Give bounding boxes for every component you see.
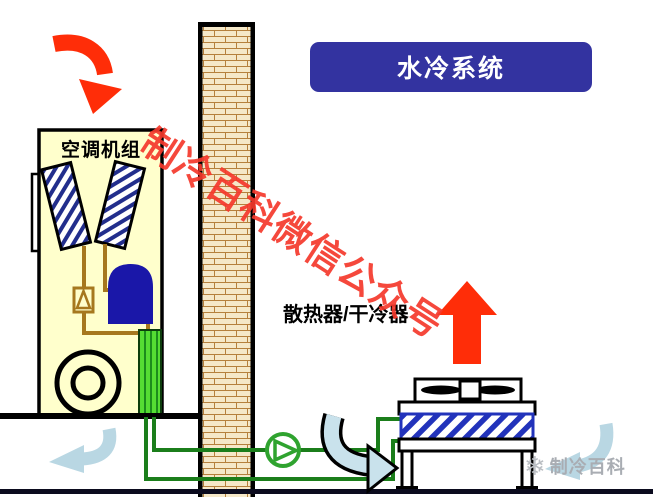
- evaporator-coil-left: [39, 160, 93, 252]
- blue-arrow-right-icon: [545, 422, 614, 480]
- airflow-swoosh-arrow-icon: [320, 412, 400, 495]
- brick-wall: [198, 22, 255, 497]
- fan-blade-left: [421, 385, 461, 395]
- blower-fan-icon: [54, 349, 122, 417]
- indoor-floor-line: [0, 413, 202, 419]
- dry-cooler-coil: [399, 412, 535, 441]
- red-curved-arrow-icon: [52, 34, 122, 114]
- plate-heat-exchanger: [138, 329, 162, 416]
- blue-arrow-left-icon: [49, 427, 117, 473]
- water-pump-icon: [265, 432, 301, 468]
- title-banner: 水冷系统: [310, 42, 592, 92]
- logo-watermark-text: 制冷百科: [549, 457, 626, 477]
- logo-watermark: ❄ 制冷百科: [524, 453, 626, 479]
- ground-line: [0, 489, 653, 494]
- snowflake-icon: ❄: [524, 451, 546, 481]
- side-bracket: [30, 172, 38, 253]
- air-conditioning-unit: [30, 128, 164, 418]
- water-pipes: [144, 417, 402, 481]
- leg-left: [400, 449, 414, 492]
- title-banner-label: 水冷系统: [396, 55, 505, 83]
- evaporator-coil-right: [93, 159, 147, 251]
- fan-blade-right: [475, 385, 515, 395]
- dry-cooler-label: 散热器/干冷器: [283, 304, 409, 326]
- compressor: [108, 264, 153, 324]
- fan-hub: [458, 379, 482, 401]
- expansion-valve: [72, 286, 95, 314]
- dry-cooler: [396, 377, 538, 494]
- red-up-arrow-icon: [437, 281, 497, 364]
- ac-unit-label: 空调机组: [60, 140, 141, 161]
